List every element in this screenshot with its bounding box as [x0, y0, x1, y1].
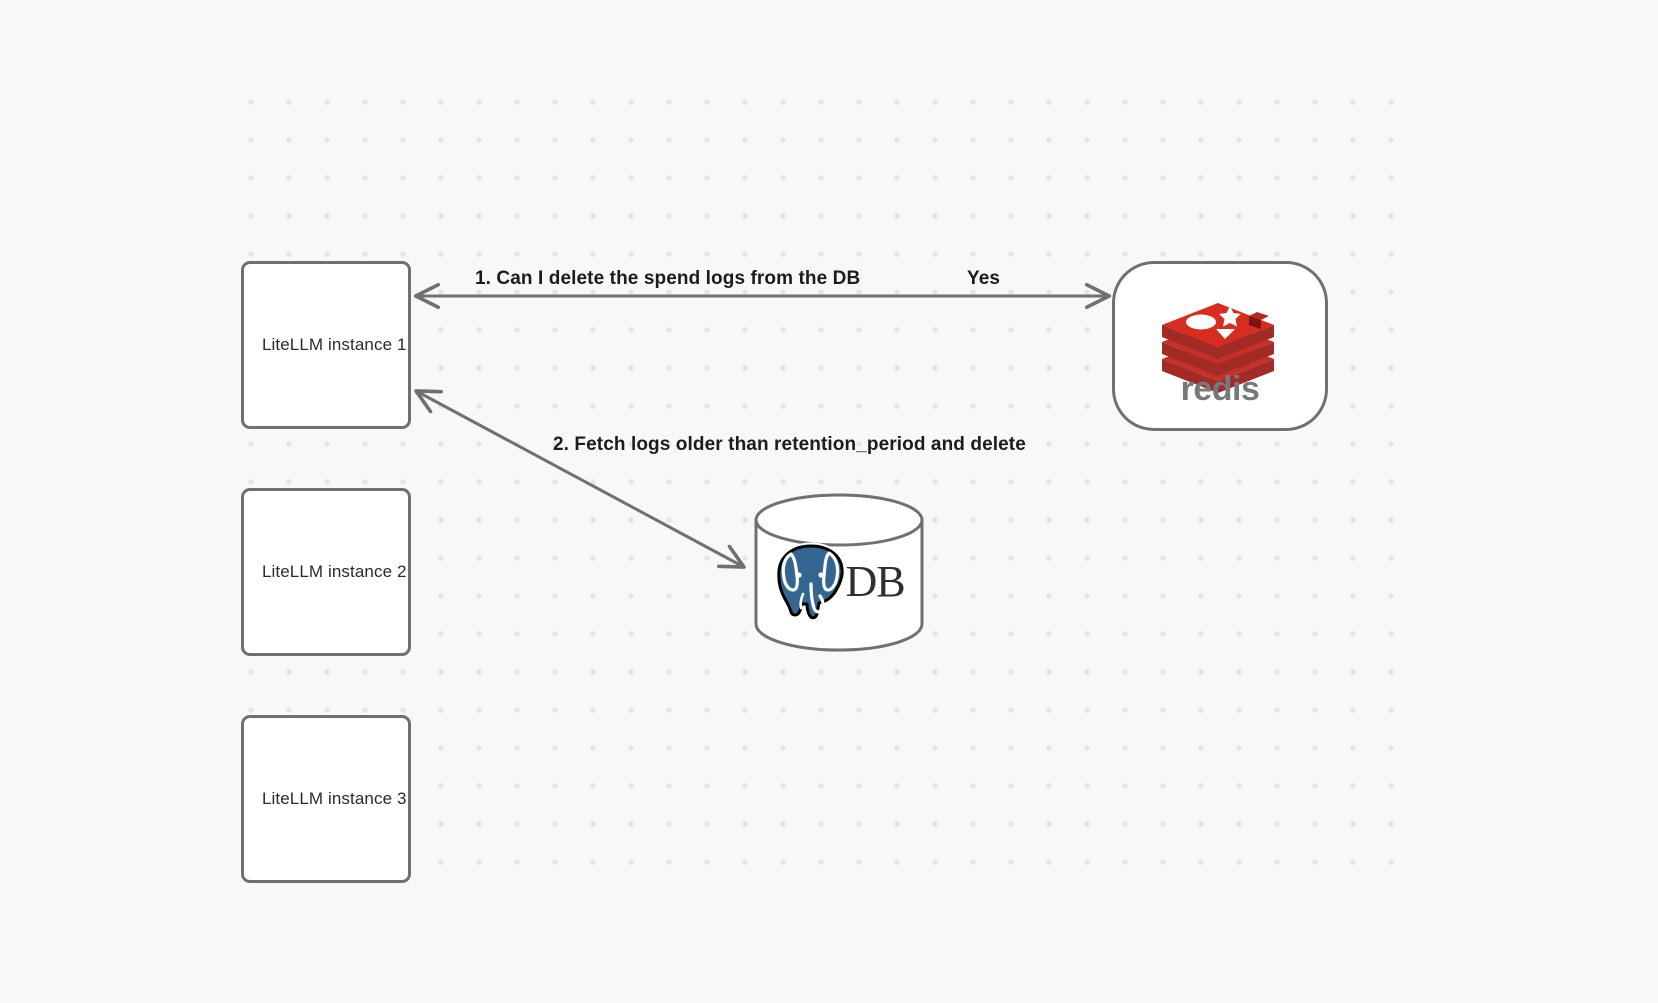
node-litellm-instance-2-label: LiteLLM instance 2 [262, 562, 407, 581]
edge-litellm1-database [414, 389, 746, 569]
redis-logo: redis [1152, 286, 1288, 406]
node-litellm-instance-3-label: LiteLLM instance 3 [262, 789, 407, 808]
edge-label-fetch-delete: 2. Fetch logs older than retention_perio… [553, 434, 1026, 455]
node-redis[interactable]: redis [1112, 261, 1328, 431]
database-label: DB [845, 556, 905, 606]
node-litellm-instance-2[interactable]: LiteLLM instance 2 [241, 488, 411, 656]
svg-text:redis: redis [1181, 370, 1260, 405]
node-litellm-instance-3[interactable]: LiteLLM instance 3 [241, 715, 411, 883]
edge-label-request: 1. Can I delete the spend logs from the … [475, 268, 861, 289]
node-litellm-instance-1-label: LiteLLM instance 1 [262, 335, 407, 354]
node-litellm-instance-1[interactable]: LiteLLM instance 1 [241, 261, 411, 429]
edge-label-reply: Yes [967, 268, 1001, 289]
postgresql-elephant-icon [775, 542, 847, 620]
node-database[interactable]: DB [752, 492, 926, 652]
